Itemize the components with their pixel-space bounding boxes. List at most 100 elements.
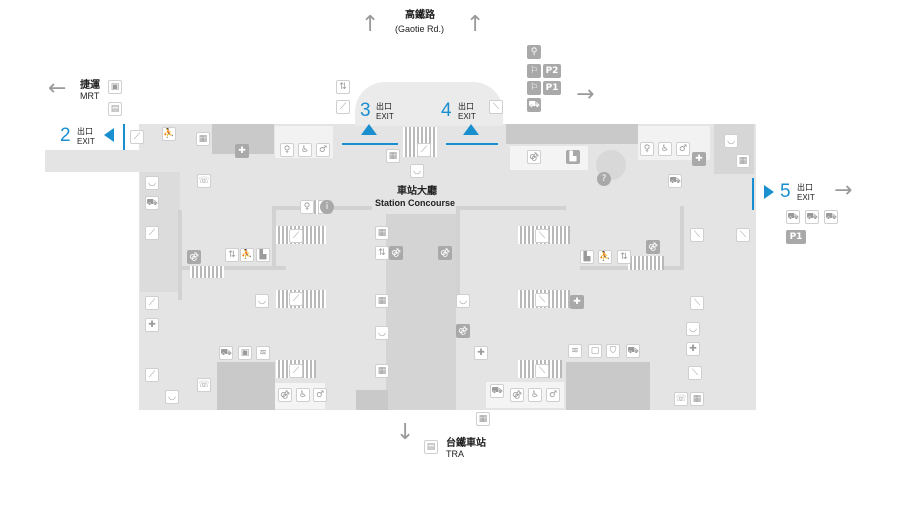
medical-icon: ✚ (692, 152, 706, 166)
exit-3-number: 3 (360, 100, 371, 121)
train-icon: ▤ (424, 440, 438, 454)
top-road-label-cn: 高鐵路 (405, 10, 435, 21)
accessible-icon: ♿ (296, 388, 310, 402)
central-passage (386, 214, 456, 410)
escalator-icon: ⟍ (489, 100, 503, 114)
taxi-icon: ⛟ (490, 384, 504, 398)
info-icon: ? (597, 172, 611, 186)
inner-wall (272, 206, 276, 266)
restroom-icon: ⚣ (187, 250, 201, 264)
atm-icon: ▦ (375, 226, 389, 240)
exit-2-arrow-icon (104, 128, 114, 142)
info-desk-icon: ⛹ (598, 250, 612, 264)
bottom-tra-label-en: TRA (446, 449, 464, 459)
elevator-icon: ⇅ (225, 248, 239, 262)
atm-icon: ▦ (375, 364, 389, 378)
info-desk-icon: ▙ (256, 248, 270, 262)
security-icon: ⛉ (606, 344, 620, 358)
exit-3-marker (342, 143, 398, 145)
info-desk-icon: ▣ (238, 346, 252, 360)
concourse-label-cn: 車站大廳 (397, 186, 437, 197)
exit-4-marker (446, 143, 498, 145)
escalator-icon: ⟋ (145, 226, 159, 240)
phone-icon: ☏ (197, 378, 211, 392)
bottom-tra-label-cn: 台鐵車站 (446, 438, 486, 449)
accessible-icon: ♿ (298, 143, 312, 157)
taxi-icon: ⛟ (527, 98, 541, 112)
arrow-right-icon: → (834, 178, 853, 203)
shop-block (506, 124, 638, 144)
escalator-icon: ⟋ (289, 364, 303, 378)
taxi-icon: ⛟ (824, 210, 838, 224)
restroom-icon: ♂ (316, 143, 330, 157)
exit-5-arrow-icon (764, 185, 774, 199)
food-icon: ◡ (375, 326, 389, 340)
gift-shop-icon: ✚ (570, 295, 584, 309)
info-desk-icon: ▙ (580, 250, 594, 264)
elevator-icon: ⇅ (375, 246, 389, 260)
inner-wall (178, 266, 286, 270)
atm-icon: ▦ (375, 294, 389, 308)
wifi-icon: ≋ (568, 344, 582, 358)
escalator-icon: ⟋ (130, 130, 144, 144)
food-icon: ◡ (724, 134, 738, 148)
wifi-icon: ≋ (256, 346, 270, 360)
exit-2-en: EXIT (77, 137, 95, 146)
exit5-area (706, 172, 754, 222)
car-icon: ⛟ (786, 210, 800, 224)
taxi-icon: ⛟ (219, 346, 233, 360)
parking-p1-icon: P1 (543, 81, 561, 95)
exit-4-cn: 出口 (458, 102, 474, 111)
atm-icon: ▦ (196, 132, 210, 146)
inner-wall (456, 206, 460, 306)
gift-shop-icon: ✚ (686, 342, 700, 356)
taxi-icon: ⛟ (668, 174, 682, 188)
exit-3-cn: 出口 (376, 102, 392, 111)
parking-p2-icon: P2 (543, 64, 561, 78)
gift-shop-icon: ✚ (235, 144, 249, 158)
exit-5-marker (752, 178, 754, 210)
escalator-icon: ⟍ (688, 366, 702, 380)
shop-block (356, 390, 388, 410)
scooter-icon: ⚐ (527, 81, 541, 95)
food-icon: ◡ (145, 176, 159, 190)
food-icon: ◡ (686, 322, 700, 336)
elevator-icon: ⇅ (336, 80, 350, 94)
gift-shop-icon: ✚ (145, 318, 159, 332)
food-icon: ◡ (410, 164, 424, 178)
food-icon: ◡ (165, 390, 179, 404)
restroom-icon: ⚣ (389, 246, 403, 260)
food-icon: ◡ (255, 294, 269, 308)
mrt-label-en: MRT (80, 91, 100, 101)
taxi-icon: ⛟ (145, 196, 159, 210)
escalator-icon: ⟋ (417, 143, 431, 157)
restroom-icon: ♀ (300, 200, 314, 214)
restroom-icon: ♀ (280, 143, 294, 157)
inner-wall (680, 206, 684, 270)
exit-4-number: 4 (441, 100, 452, 121)
escalator-icon: ⟍ (736, 228, 750, 242)
arrow-right-icon: → (576, 82, 595, 107)
concourse-label-en: Station Concourse (375, 198, 456, 208)
scooter-icon: ⚐ (527, 64, 541, 78)
exit-2-marker (123, 124, 125, 150)
car-icon: ⛟ (805, 210, 819, 224)
phone-icon: ☏ (197, 174, 211, 188)
restroom-icon: ⚣ (527, 150, 541, 164)
exit-2-number: 2 (60, 125, 71, 146)
escalator-icon: ⟍ (690, 228, 704, 242)
restroom-icon: ♀ (640, 142, 654, 156)
bus-stop-icon: ▤ (108, 102, 122, 116)
top-road-label-en: (Gaotie Rd.) (395, 24, 445, 34)
restroom-icon: ⚣ (278, 388, 292, 402)
exit-5-en: EXIT (797, 193, 815, 202)
info-desk-icon: ⛹ (240, 248, 254, 262)
atm-icon: ▦ (476, 412, 490, 426)
exit-3-arrow-icon (361, 124, 377, 135)
escalator-icon: ⟋ (145, 368, 159, 382)
stairs (628, 256, 664, 270)
restroom-icon: ⚣ (646, 240, 660, 254)
info-desk-icon: ▙ (566, 150, 580, 164)
food-icon: ◡ (456, 294, 470, 308)
escalator-icon: ⟋ (289, 292, 303, 306)
